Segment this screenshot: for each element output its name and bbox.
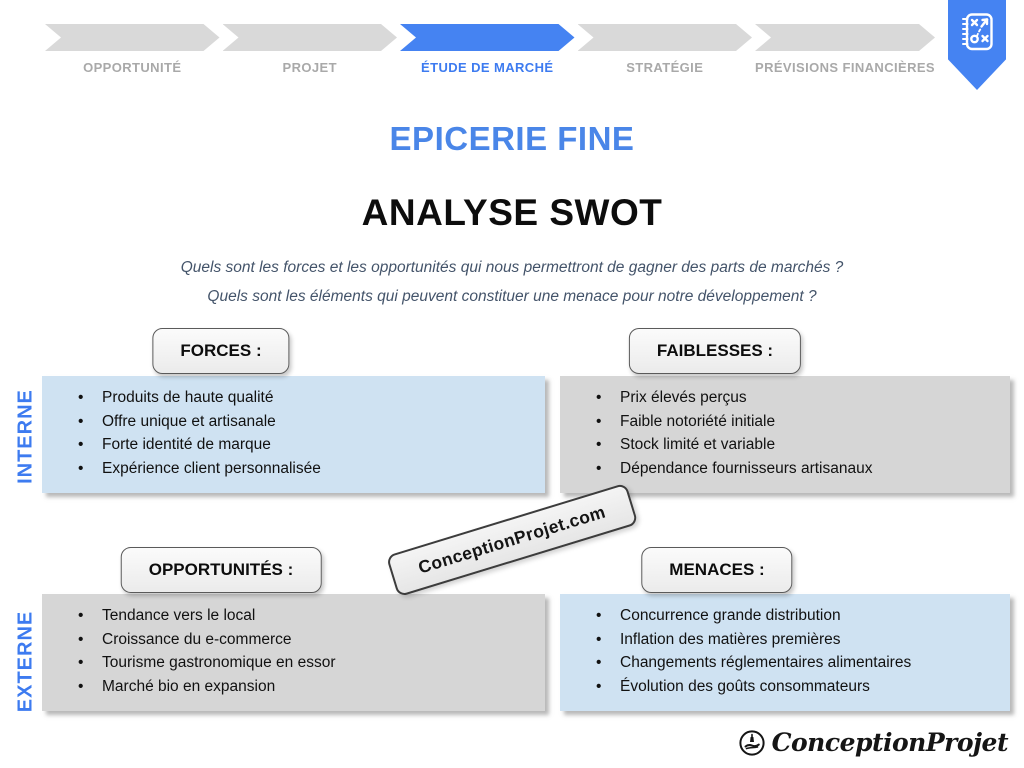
forces-list: Produits de haute qualité Offre unique e… (42, 376, 545, 478)
forces-box: Produits de haute qualité Offre unique e… (42, 376, 545, 493)
page-title: EPICERIE FINE (389, 120, 635, 157)
bullet-item: Prix élevés perçus (596, 389, 1010, 408)
bullet-item: Stock limité et variable (596, 436, 1010, 455)
bullet-item: Tendance vers le local (78, 607, 545, 626)
bullet-item: Dépendance fournisseurs artisanaux (596, 460, 1010, 479)
faiblesses-header: FAIBLESSES : (628, 328, 802, 374)
bullet-item: Marché bio en expansion (78, 678, 545, 697)
step-strategie: STRATÉGIE (578, 24, 753, 75)
step-label: OPPORTUNITÉ (83, 60, 182, 75)
forces-header: FORCES : (152, 328, 290, 374)
step-etude-de-marche: ÉTUDE DE MARCHÉ (400, 24, 575, 75)
bookmark-ribbon (948, 0, 1006, 90)
bullet-item: Expérience client personnalisée (78, 460, 545, 479)
step-label: STRATÉGIE (626, 60, 704, 75)
opportunites-box: Tendance vers le local Croissance du e-c… (42, 594, 545, 711)
bullet-item: Faible notoriété initiale (596, 413, 1010, 432)
bullet-item: Forte identité de marque (78, 436, 545, 455)
opportunites-list: Tendance vers le local Croissance du e-c… (42, 594, 545, 696)
chevron-shape (45, 24, 220, 51)
menaces-list: Concurrence grande distribution Inflatio… (560, 594, 1010, 696)
chevron-shape (400, 24, 575, 51)
opportunites-header: OPPORTUNITÉS : (120, 547, 322, 593)
interne-label: INTERNE (14, 389, 37, 484)
strategy-notebook-icon (962, 13, 993, 51)
chevron-shape (578, 24, 753, 51)
menaces-header: MENACES : (641, 547, 793, 593)
step-label: ÉTUDE DE MARCHÉ (421, 60, 554, 75)
bullet-item: Concurrence grande distribution (596, 607, 1010, 626)
step-label: PROJET (282, 60, 337, 75)
chevron-shape (223, 24, 398, 51)
process-bar: OPPORTUNITÉ PROJET ÉTUDE DE MARCHÉ STRAT… (45, 24, 935, 75)
watermark-banner: ConceptionProjet.com (385, 482, 639, 598)
chevron-shape (755, 24, 935, 51)
step-previsions-financieres: PRÉVISIONS FINANCIÈRES (755, 24, 935, 75)
step-label: PRÉVISIONS FINANCIÈRES (755, 60, 935, 75)
step-projet: PROJET (223, 24, 398, 75)
bullet-item: Inflation des matières premières (596, 631, 1010, 650)
menaces-box: Concurrence grande distribution Inflatio… (560, 594, 1010, 711)
step-opportunite: OPPORTUNITÉ (45, 24, 220, 75)
faiblesses-list: Prix élevés perçus Faible notoriété init… (560, 376, 1010, 478)
bullet-item: Tourisme gastronomique en essor (78, 654, 545, 673)
question-line: Quels sont les forces et les opportunité… (180, 259, 844, 276)
hand-logo-icon (738, 729, 765, 756)
bullet-item: Changements réglementaires alimentaires (596, 654, 1010, 673)
intro-questions: Quels sont les forces et les opportunité… (0, 253, 1024, 311)
bullet-item: Évolution des goûts consommateurs (596, 678, 1010, 697)
externe-label: EXTERNE (14, 610, 37, 713)
brand-logo: ConceptionProjet (738, 728, 1009, 757)
question-line: Quels sont les éléments qui peuvent cons… (207, 288, 817, 305)
bullet-item: Offre unique et artisanale (78, 413, 545, 432)
section-title: ANALYSE SWOT (361, 192, 663, 233)
faiblesses-box: Prix élevés perçus Faible notoriété init… (560, 376, 1010, 493)
brand-logo-text: ConceptionProjet (771, 728, 1009, 757)
bullet-item: Croissance du e-commerce (78, 631, 545, 650)
bullet-item: Produits de haute qualité (78, 389, 545, 408)
